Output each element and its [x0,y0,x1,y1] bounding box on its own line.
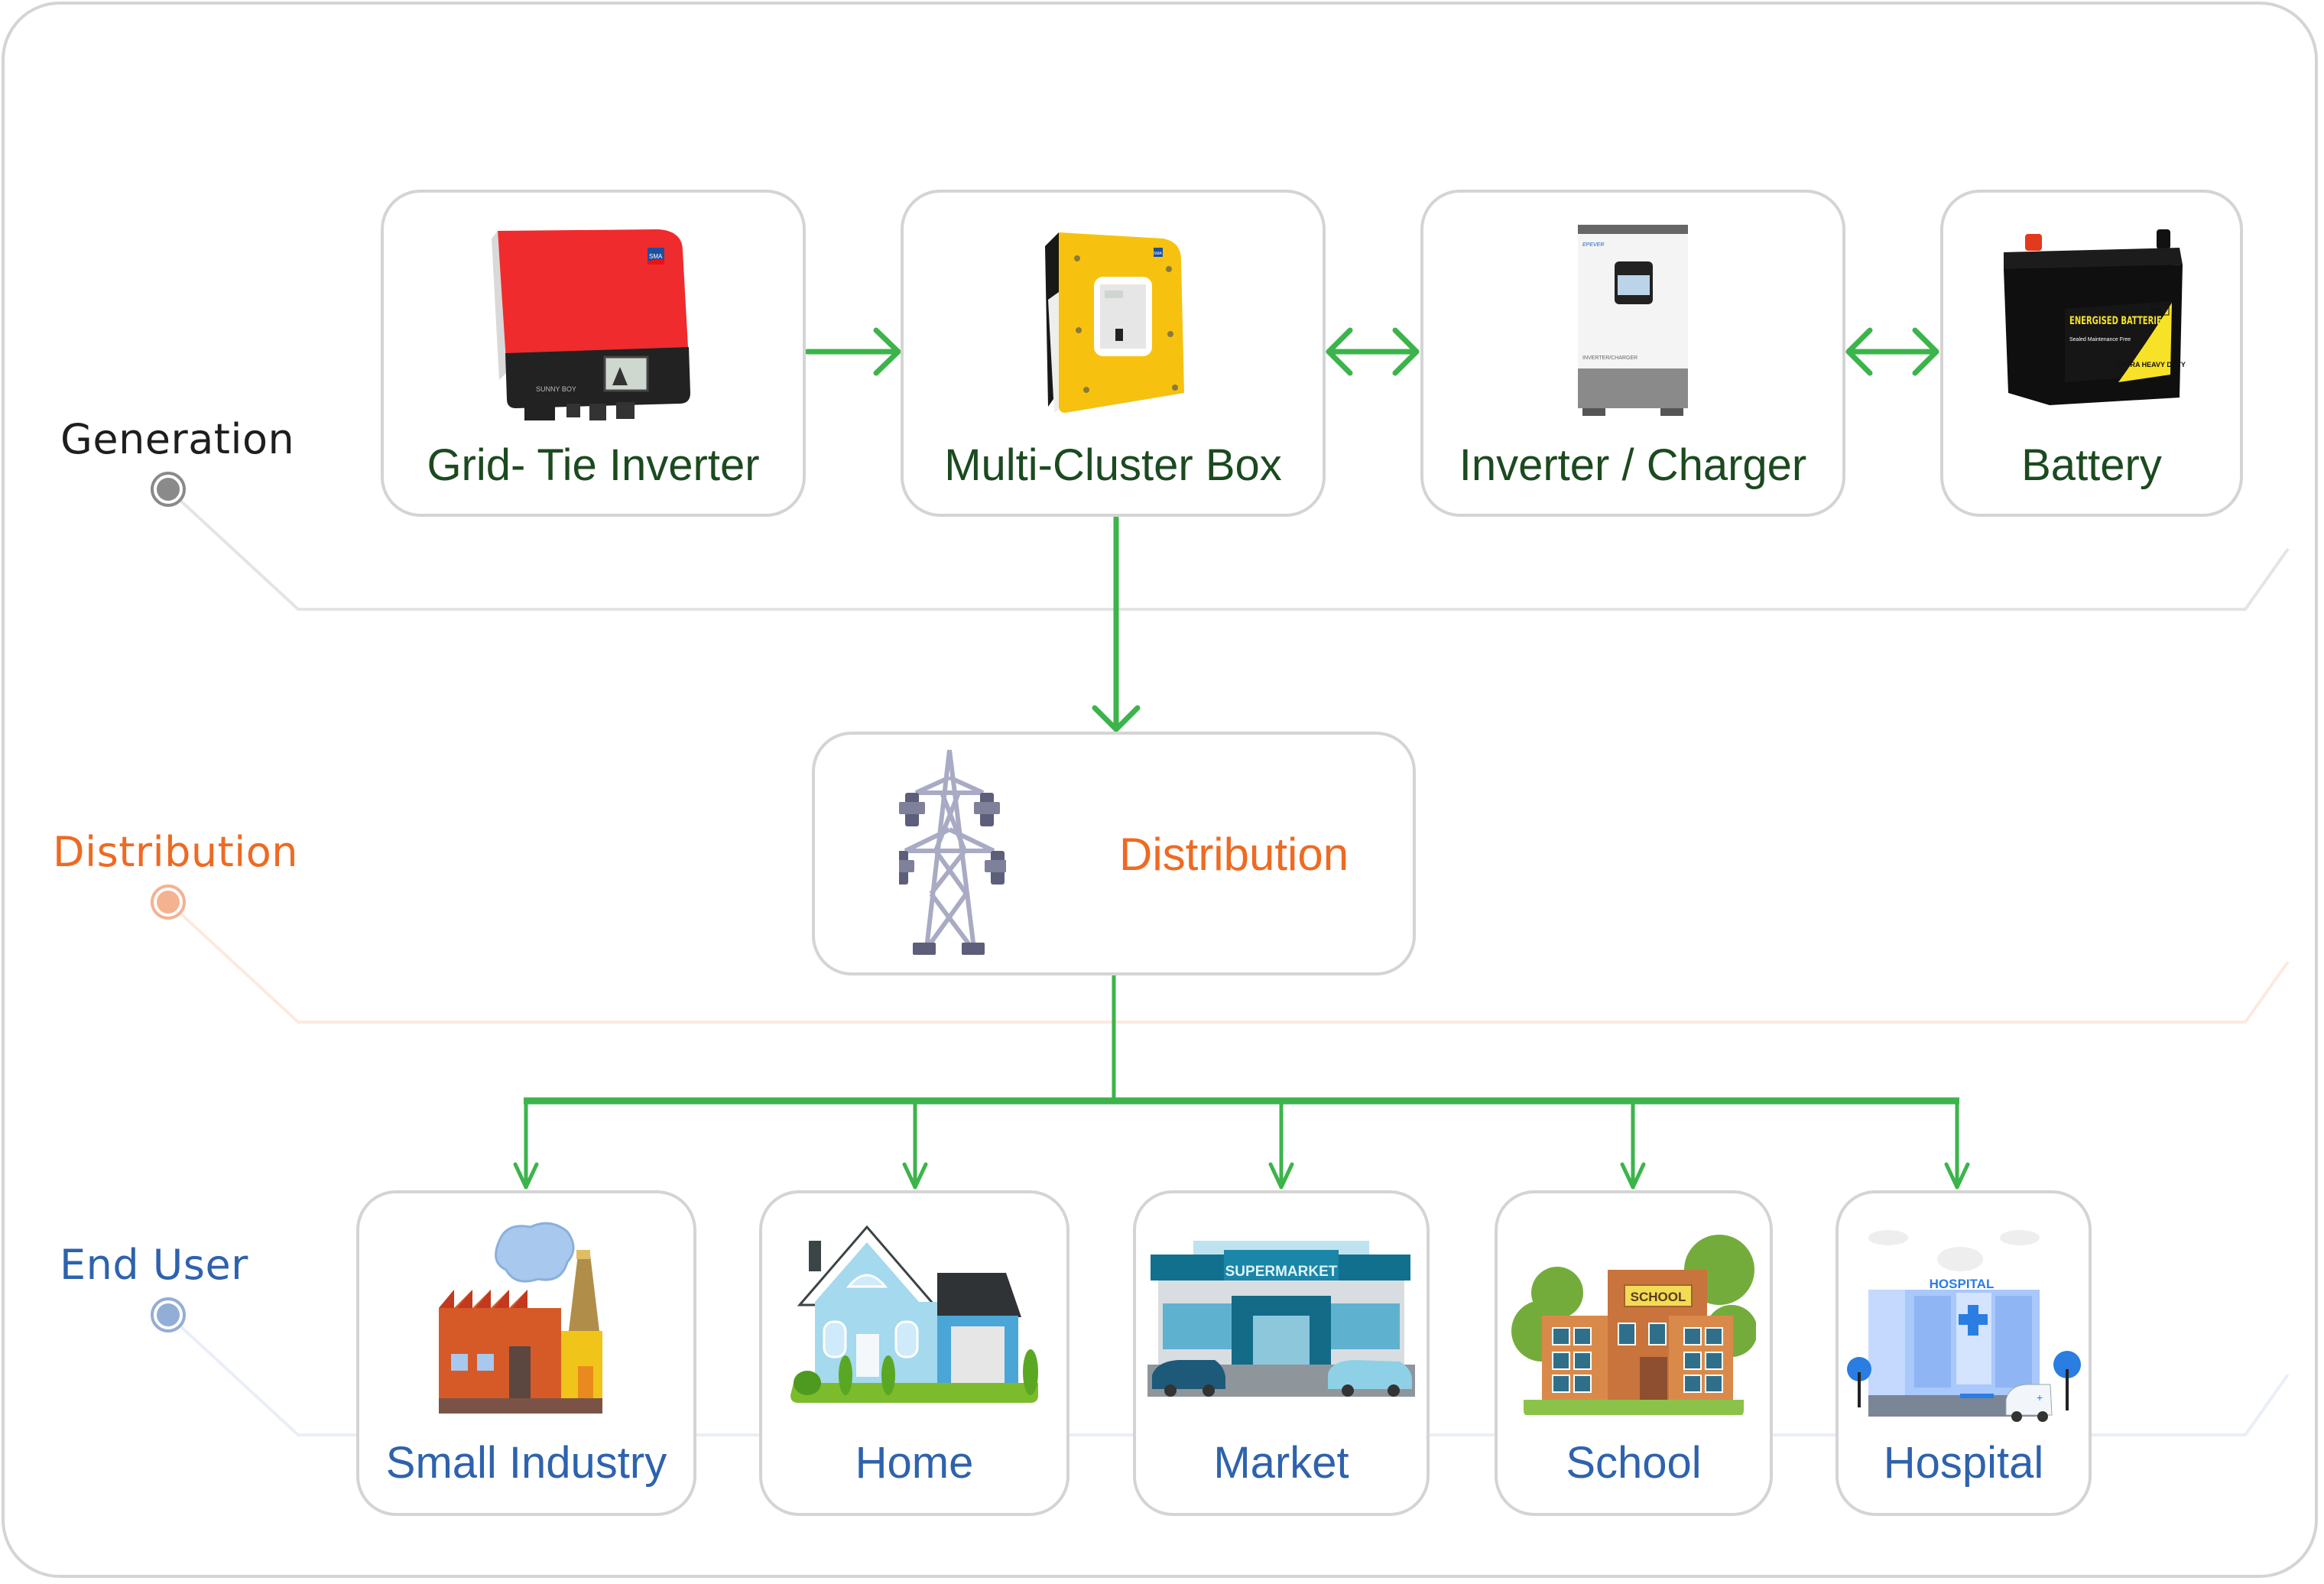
sma-logo-text: SMA [649,253,663,260]
arrow-mcb-inverter-bidirectional [1326,327,1420,376]
tier-label-generation: Generation [60,415,295,463]
branch-arrow-school [1620,1100,1646,1190]
card-hospital[interactable]: HOSPITAL + Hospital [1836,1190,2092,1516]
tier-label-distribution: Distribution [53,828,299,876]
card-multi-cluster-box[interactable]: SMA Multi-Cluster Box [901,190,1326,517]
sunny-boy-text: SUNNY BOY [536,385,576,393]
school-icon: SCHOOL [1511,1235,1756,1415]
card-inverter-charger[interactable]: EPEVER INVERTER/CHARGER Inverter / Charg… [1420,190,1845,517]
arrow-inverter-battery-bidirectional [1845,327,1939,376]
svg-text:+: + [2037,1391,2043,1404]
generation-dot [151,472,186,507]
school-sign-text: SCHOOL [1631,1290,1686,1304]
card-label: Hospital [1883,1438,2044,1488]
factory-icon [438,1222,602,1414]
house-icon [790,1225,1038,1403]
transmission-tower-icon [899,749,1006,955]
branch-arrow-market [1268,1100,1294,1190]
card-battery[interactable]: ENERGISED BATTERIES Sealed Maintenance F… [1940,190,2243,517]
battery-tagline-text: Sealed Maintenance Free [2069,337,2131,342]
card-label: Battery [2021,440,2162,490]
card-label: Grid- Tie Inverter [427,440,760,490]
arrow-mcb-to-distribution [1092,514,1141,732]
multi-cluster-box-icon: SMA [1045,232,1184,413]
distribution-dot [151,885,186,920]
battery-badge-text: EXTRA HEAVY DUTY [2117,361,2186,368]
card-label: Inverter / Charger [1459,440,1807,490]
hospital-sign-text: HOSPITAL [1929,1277,1994,1291]
supermarket-sign-text: SUPERMARKET [1225,1264,1338,1280]
battery-warranty-text: 30 [2154,307,2161,314]
card-label: Small Industry [385,1438,667,1488]
inverter-panel-text: INVERTER/CHARGER [1582,355,1638,361]
card-home[interactable]: Home [759,1190,1069,1516]
inverter-charger-icon: EPEVER INVERTER/CHARGER [1578,225,1688,416]
generation-band-line [167,488,2290,611]
distribution-band-line [167,901,2290,1024]
card-small-industry[interactable]: Small Industry [356,1190,696,1516]
battery-icon: ENERGISED BATTERIES Sealed Maintenance F… [2004,229,2186,405]
branch-arrow-home [902,1100,928,1190]
card-label: School [1566,1438,1702,1488]
tier-label-end-user: End User [60,1241,248,1289]
branch-arrow-hospital [1944,1100,1970,1190]
battery-brand-text: ENERGISED BATTERIES [2069,315,2167,327]
distribution-card-label: Distribution [1119,829,1349,880]
branch-arrow-small-industry [513,1100,539,1190]
end-user-dot [151,1297,186,1332]
grid-tie-inverter-icon: SUNNY BOY SMA [492,229,690,420]
card-label: Market [1213,1438,1349,1488]
arrow-gridtie-to-mcb [804,327,901,376]
supermarket-icon: SUPERMARKET [1147,1241,1415,1397]
epever-brand-text: EPEVER [1582,242,1604,248]
card-label: Home [855,1438,974,1488]
card-grid-tie-inverter[interactable]: SUNNY BOY SMA Grid- Tie Inverter [381,190,806,517]
card-label: Multi-Cluster Box [944,440,1282,490]
hospital-icon: HOSPITAL + [1846,1230,2081,1422]
mcb-brand-text: SMA [1154,252,1163,256]
card-school[interactable]: SCHOOL School [1495,1190,1773,1516]
card-distribution[interactable]: Distribution [812,732,1416,975]
card-market[interactable]: SUPERMARKET Market [1133,1190,1430,1516]
